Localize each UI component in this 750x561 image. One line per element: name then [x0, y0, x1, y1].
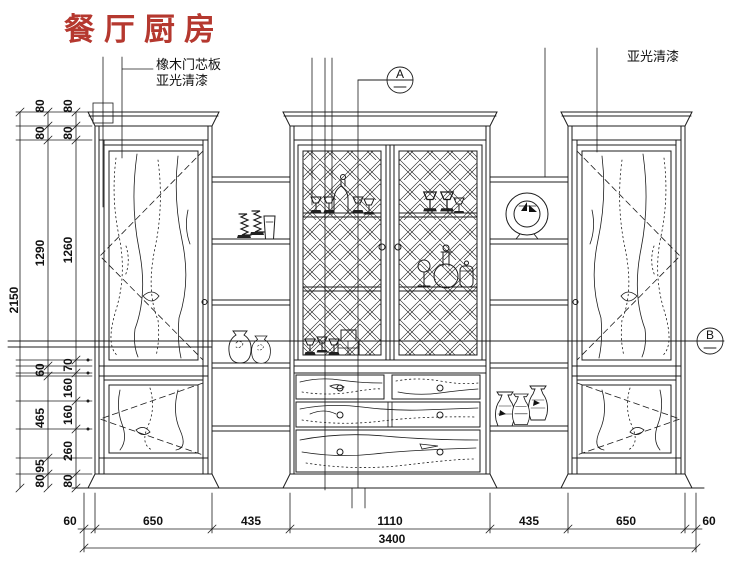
dimension-lines-bottom [77, 492, 703, 553]
material-note-line2: 亚光清漆 [156, 74, 209, 89]
dim-left-inner-1: 80 [61, 126, 75, 140]
left-cabinet [88, 112, 219, 488]
section-marker-a [357, 66, 414, 94]
dim-left-outer-0: 80 [33, 99, 47, 113]
dim-left-outer-6: 80 [33, 474, 47, 488]
drawer-bank [295, 374, 481, 473]
dim-left-inner-4: 160 [61, 377, 75, 399]
dim-left-outer-4: 465 [33, 407, 47, 429]
finish-note: 亚光清漆 [627, 50, 680, 65]
dim-bottom-total: 3400 [378, 532, 406, 546]
dim-bottom-seg-2: 435 [240, 514, 262, 528]
left-column-items [228, 210, 276, 364]
lattice-doors [303, 151, 477, 355]
dim-left-inner-2: 1260 [61, 236, 75, 264]
dim-left-outer-1: 80 [33, 126, 47, 140]
section-marker-b-label: B [705, 328, 715, 342]
dim-left-inner-3: 70 [61, 358, 75, 372]
center-cabinet [282, 111, 498, 489]
dim-bottom-seg-3: 1110 [377, 514, 403, 528]
dim-left-inner-7: 80 [61, 474, 75, 488]
dim-bottom-seg-4: 435 [518, 514, 540, 528]
material-note-line1: 橡木门芯板 [156, 58, 222, 73]
left-shelf-column [211, 176, 291, 432]
dimension-lines-left [15, 107, 93, 493]
dim-left-inner-5: 160 [61, 404, 75, 426]
dim-left-outer-5: 95 [33, 459, 47, 473]
construction-lines [92, 47, 598, 509]
right-column-items [495, 192, 549, 427]
drawing-title: 餐厅厨房 [64, 12, 224, 48]
right-cabinet [561, 112, 692, 488]
section-marker-b [7, 327, 725, 355]
dim-left-inner-0: 80 [61, 99, 75, 113]
dim-left-total: 2150 [7, 286, 21, 314]
dim-bottom-seg-6: 60 [702, 514, 716, 528]
section-marker-a-label: A [395, 67, 405, 81]
dim-bottom-seg-0: 60 [63, 514, 77, 528]
dim-left-outer-3: 60 [33, 363, 47, 377]
dim-bottom-seg-5: 650 [615, 514, 637, 528]
dim-left-inner-6: 260 [61, 440, 75, 462]
dim-bottom-seg-1: 650 [142, 514, 164, 528]
dim-left-outer-2: 1290 [33, 239, 47, 267]
